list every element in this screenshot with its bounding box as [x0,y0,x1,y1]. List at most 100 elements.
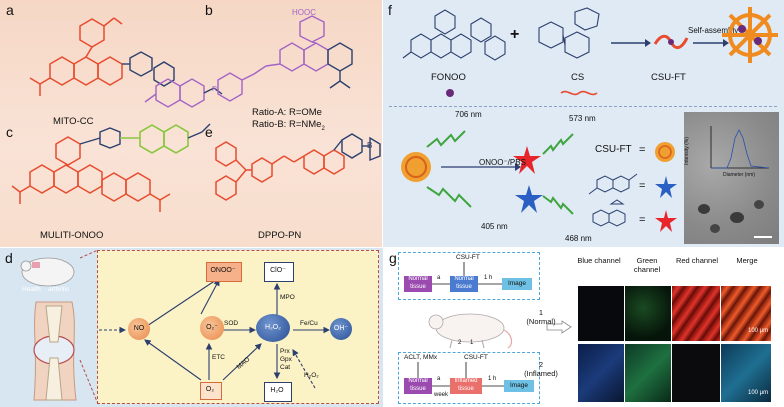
ratio-structure [217,15,353,102]
panel-f: f + Self-assembly [383,0,784,247]
h2o2-node-label: H₂O₂ [265,324,281,331]
channel-blue-header: Blue channel [577,256,621,265]
tile-inflamed-blue [578,344,624,402]
channel-red-header: Red channel [675,256,719,265]
self-assembly-label: Self-assembly [688,26,739,35]
no-node [128,318,150,340]
nm706-label: 706 nm [455,110,482,119]
tem-dot-3 [754,200,764,209]
blue-star-icon [515,185,543,213]
mito-cc-structure [29,17,223,108]
tile-inflamed-merge [721,344,771,402]
top-normal1-text: Normal [408,276,428,282]
edge-h2o2-input: H₂O₂ [304,372,319,379]
panel-g-label: g [389,250,397,266]
panel-d-label: d [5,250,13,266]
orange-particle-icon [655,142,675,162]
clo-node-label: ClO⁻ [270,267,286,274]
healthy-text: Health [22,286,41,293]
o2-node [200,382,222,400]
edge-etc: ETC [212,354,225,361]
clo-node [264,262,294,282]
panel-d: d Health arthritis [0,248,383,407]
eq-sign-3: = [639,214,646,226]
edge-cat: Cat [280,364,291,371]
ratio-b-sub: 2 [321,125,325,132]
nm405-label: 405 nm [481,222,508,231]
tile-inflamed-red [672,344,720,402]
product-structure-1 [588,173,638,195]
boron-label: B [367,141,373,150]
healthy-label: Health [22,286,41,293]
nm573-label: 573 nm [569,114,596,123]
eq-sign-2: = [639,180,646,192]
bottom-image-box: Image [504,380,534,392]
top-protocol-arrows [432,262,502,285]
ratio-a-text: Ratio-A: R=OMe [252,107,322,118]
bottom-protocol-arrows [417,362,504,387]
panel-abce: a MITO-CC b HOOC [0,0,382,247]
bottom-normal-text: Normal [408,378,428,384]
acid-label: HOOC [292,8,316,17]
top-normal2-text: Normal [454,276,474,282]
bottom-week: week [434,392,449,398]
bottom-tissue2-text: tissue [458,385,474,392]
emission-arrows [542,133,574,215]
o2m-node-label: O₂⁻ [206,324,218,331]
no-node-label: NO [133,325,145,332]
blue-star-small-icon [655,176,677,198]
panel-a-label: a [6,2,14,18]
edge-fecu: Fe/Cu [300,320,318,327]
tile-normal-green [625,286,671,341]
tem-dot-1 [698,204,710,214]
nm468-label: 468 nm [565,234,592,243]
row2-sub: (Inflamed) [524,369,558,378]
top-image-box: Image [502,278,532,290]
protocol-normal [398,252,540,300]
dls-ylabel: Intensity (%) [683,137,690,165]
f-arrow-1 [611,39,651,47]
fonoo-dot-icon [446,89,454,97]
panel-b-label: b [205,2,213,18]
flow-arrow-icon [546,320,572,334]
csuft-label: CSU-FT [651,72,686,83]
mouse-illustration [428,313,513,349]
top-1h: 1 h [484,275,493,281]
edge-gpx: Gpx [280,356,292,363]
panel-f-label: f [388,2,392,18]
tem-dot-4 [710,224,720,233]
nanoparticle-small-icon [401,152,431,182]
zoom-guides [79,249,99,405]
h2o2-node [256,314,290,342]
dls-histogram [710,126,770,169]
bottom-a: a [437,376,441,382]
onoo-node-label: ONOO⁻ [210,267,236,274]
h2o-node [264,382,292,402]
ratio-b-text: Ratio-B: R=NMe2 [252,119,325,132]
f-arrow-2 [693,39,729,47]
row1-sub: (Normal) [526,317,556,326]
tem-image [684,112,779,244]
channel-merge-header: Merge [736,256,758,265]
oh-node-label: OH⁻ [333,325,349,332]
fonoo-label: FONOO [431,72,466,83]
csuft-eq-label: CSU-FT [595,144,632,155]
tem-scalebar [754,236,772,238]
plus-sign: + [510,26,520,43]
eq-sign-1: = [639,144,646,156]
mouse-knee-illustration [20,257,77,401]
nanoparticle-icon [722,7,778,63]
cs-structure [538,7,600,59]
row2-num: 2 [538,360,544,369]
h2o-node-label: H₂O [270,387,284,394]
top-tissue1-text: tissue [410,283,426,290]
product-structure-2 [592,199,626,227]
o2-node-label: O₂ [205,386,215,393]
r-group-label: R [212,86,218,93]
oh-node [330,318,352,340]
tile-normal-merge [721,286,771,341]
tile-normal-red [672,286,720,341]
